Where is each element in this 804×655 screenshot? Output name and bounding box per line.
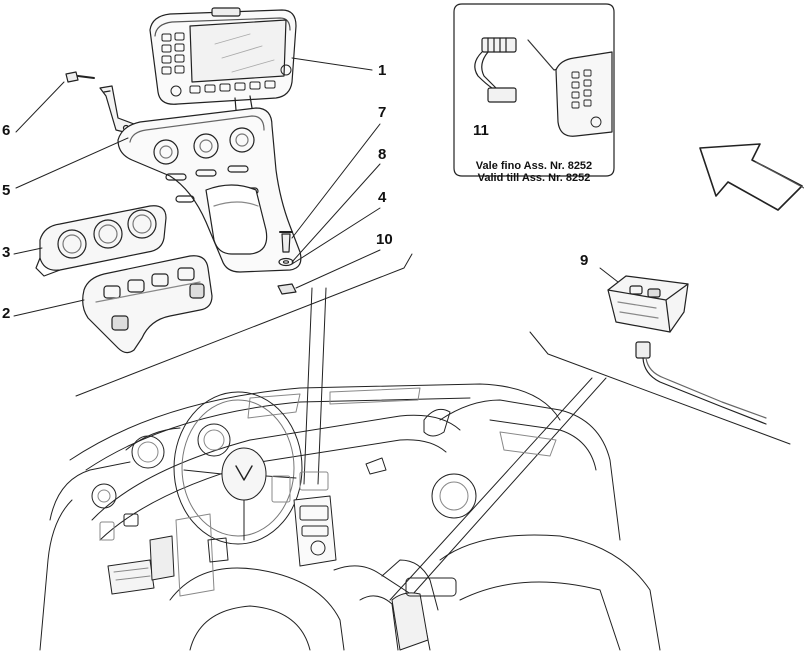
washer-part-8 bbox=[278, 257, 294, 267]
callout-8: 8 bbox=[378, 146, 387, 163]
gauge-cluster-part-3 bbox=[35, 205, 167, 277]
callout-10: 10 bbox=[376, 231, 393, 248]
screw-part-6 bbox=[65, 71, 95, 83]
clip-part-10 bbox=[277, 283, 297, 295]
callout-4: 4 bbox=[378, 189, 387, 206]
switch-module-part-9 bbox=[607, 275, 767, 425]
leader-lines bbox=[13, 57, 619, 317]
car-interior-illustration bbox=[39, 383, 661, 651]
callout-7: 7 bbox=[378, 104, 387, 121]
callout-11: 11 bbox=[473, 122, 489, 139]
inset-validity-note: Vale fino Ass. Nr. 8252 Valid till Ass. … bbox=[455, 160, 613, 184]
climate-control-part-2 bbox=[82, 255, 213, 354]
callout-5: 5 bbox=[2, 182, 11, 199]
screw-part-7 bbox=[279, 231, 293, 253]
callout-3: 3 bbox=[2, 244, 11, 261]
inset-note-line-english: Valid till Ass. Nr. 8252 bbox=[477, 172, 591, 184]
center-console-frame bbox=[117, 107, 302, 273]
callout-9: 9 bbox=[580, 252, 589, 269]
callout-6: 6 bbox=[2, 122, 11, 139]
inset-note-line-italian: Vale fino Ass. Nr. 8252 bbox=[475, 160, 593, 172]
direction-arrow-icon bbox=[699, 143, 804, 211]
callout-1: 1 bbox=[378, 62, 387, 79]
inset-box bbox=[453, 3, 615, 177]
section-lines bbox=[75, 253, 791, 605]
callout-2: 2 bbox=[2, 305, 11, 322]
control-display-unit bbox=[149, 7, 297, 111]
